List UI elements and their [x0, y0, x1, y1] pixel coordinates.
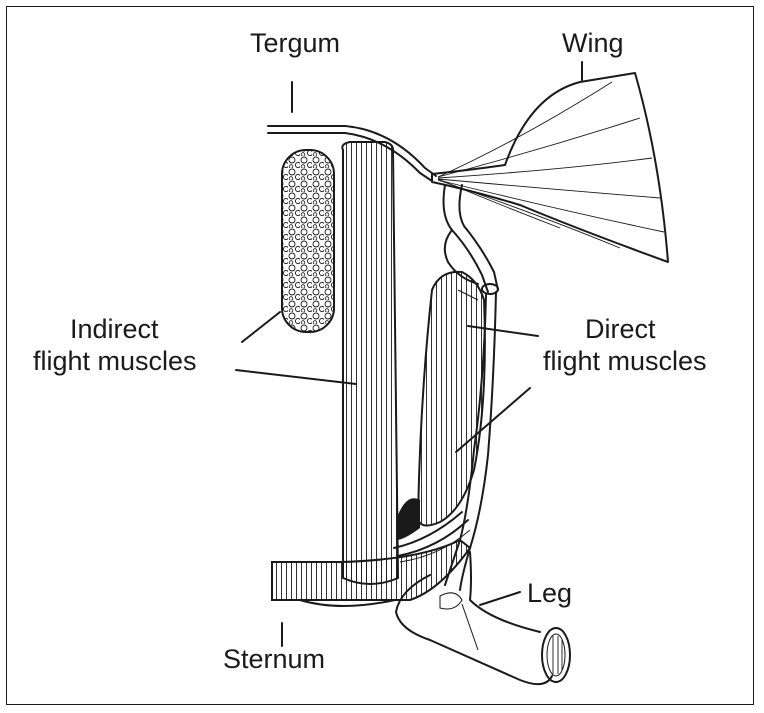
- indirect-flight-muscle: [342, 142, 398, 584]
- direct-flight-muscle: [418, 272, 485, 526]
- apodeme-shadow: [396, 498, 420, 540]
- indirect-leader-1: [242, 312, 280, 342]
- indirect-leader-2: [236, 370, 356, 384]
- fat-body: [282, 150, 334, 332]
- leg-leader: [480, 592, 520, 605]
- label-indirect-line2: flight muscles: [33, 346, 197, 376]
- label-indirect-line1: Indirect: [70, 314, 159, 344]
- label-direct-line1: Direct: [585, 314, 656, 344]
- label-sternum: Sternum: [223, 644, 325, 674]
- label-direct-line2: flight muscles: [543, 346, 707, 376]
- label-leg: Leg: [527, 578, 572, 608]
- label-wing: Wing: [562, 28, 624, 58]
- label-tergum: Tergum: [250, 28, 340, 58]
- wing: [432, 73, 668, 262]
